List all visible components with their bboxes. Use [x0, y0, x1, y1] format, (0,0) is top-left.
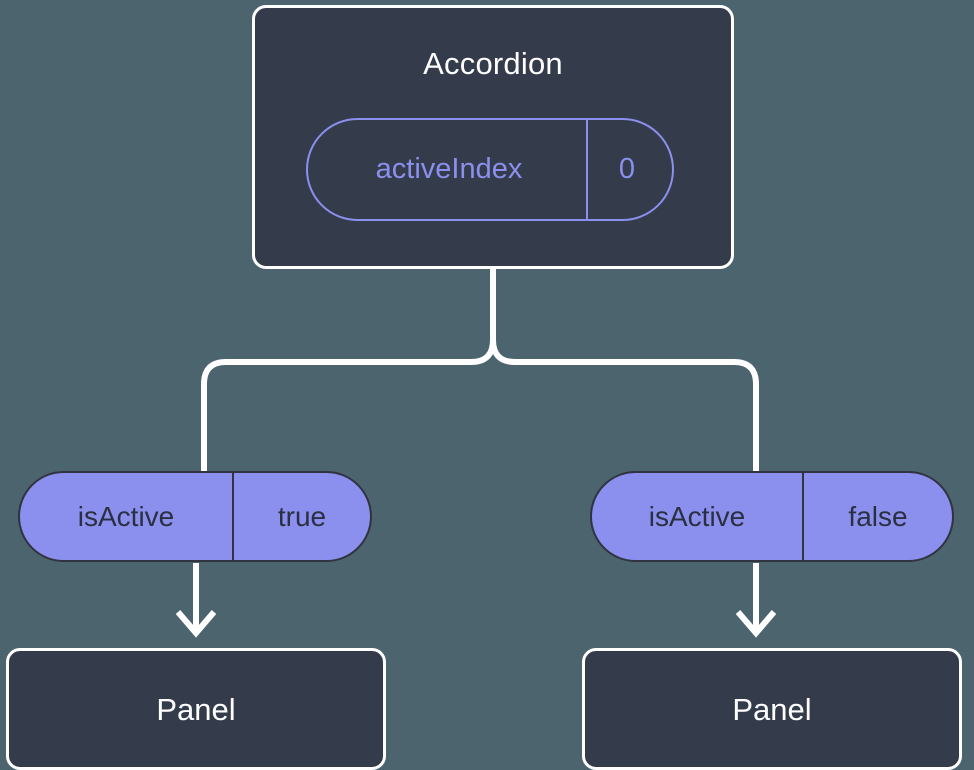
prop-pill-value: false: [848, 500, 908, 532]
prop-pill-key: isActive: [20, 473, 234, 560]
accordion-title: Accordion: [423, 46, 563, 81]
arrow-head-right-icon: [735, 610, 777, 638]
panel-node-left[interactable]: Panel: [6, 648, 386, 770]
panel-title: Panel: [732, 691, 812, 727]
prop-pill-key: isActive: [592, 473, 804, 560]
prop-pill-value: true: [277, 500, 327, 532]
panel-node-right[interactable]: Panel: [582, 648, 962, 770]
panel-title: Panel: [156, 691, 236, 727]
connector-fork-right: [490, 339, 759, 471]
state-pill-key: activeIndex: [308, 120, 588, 219]
arrow-head-left-icon: [175, 610, 217, 638]
state-pill-value: 0: [618, 153, 636, 185]
state-pill-active-index[interactable]: activeIndex 0: [306, 118, 674, 221]
connector-fork-left: [201, 339, 496, 471]
prop-pill-is-active-false[interactable]: isActive false: [590, 471, 954, 562]
prop-pill-is-active-true[interactable]: isActive true: [18, 471, 372, 562]
